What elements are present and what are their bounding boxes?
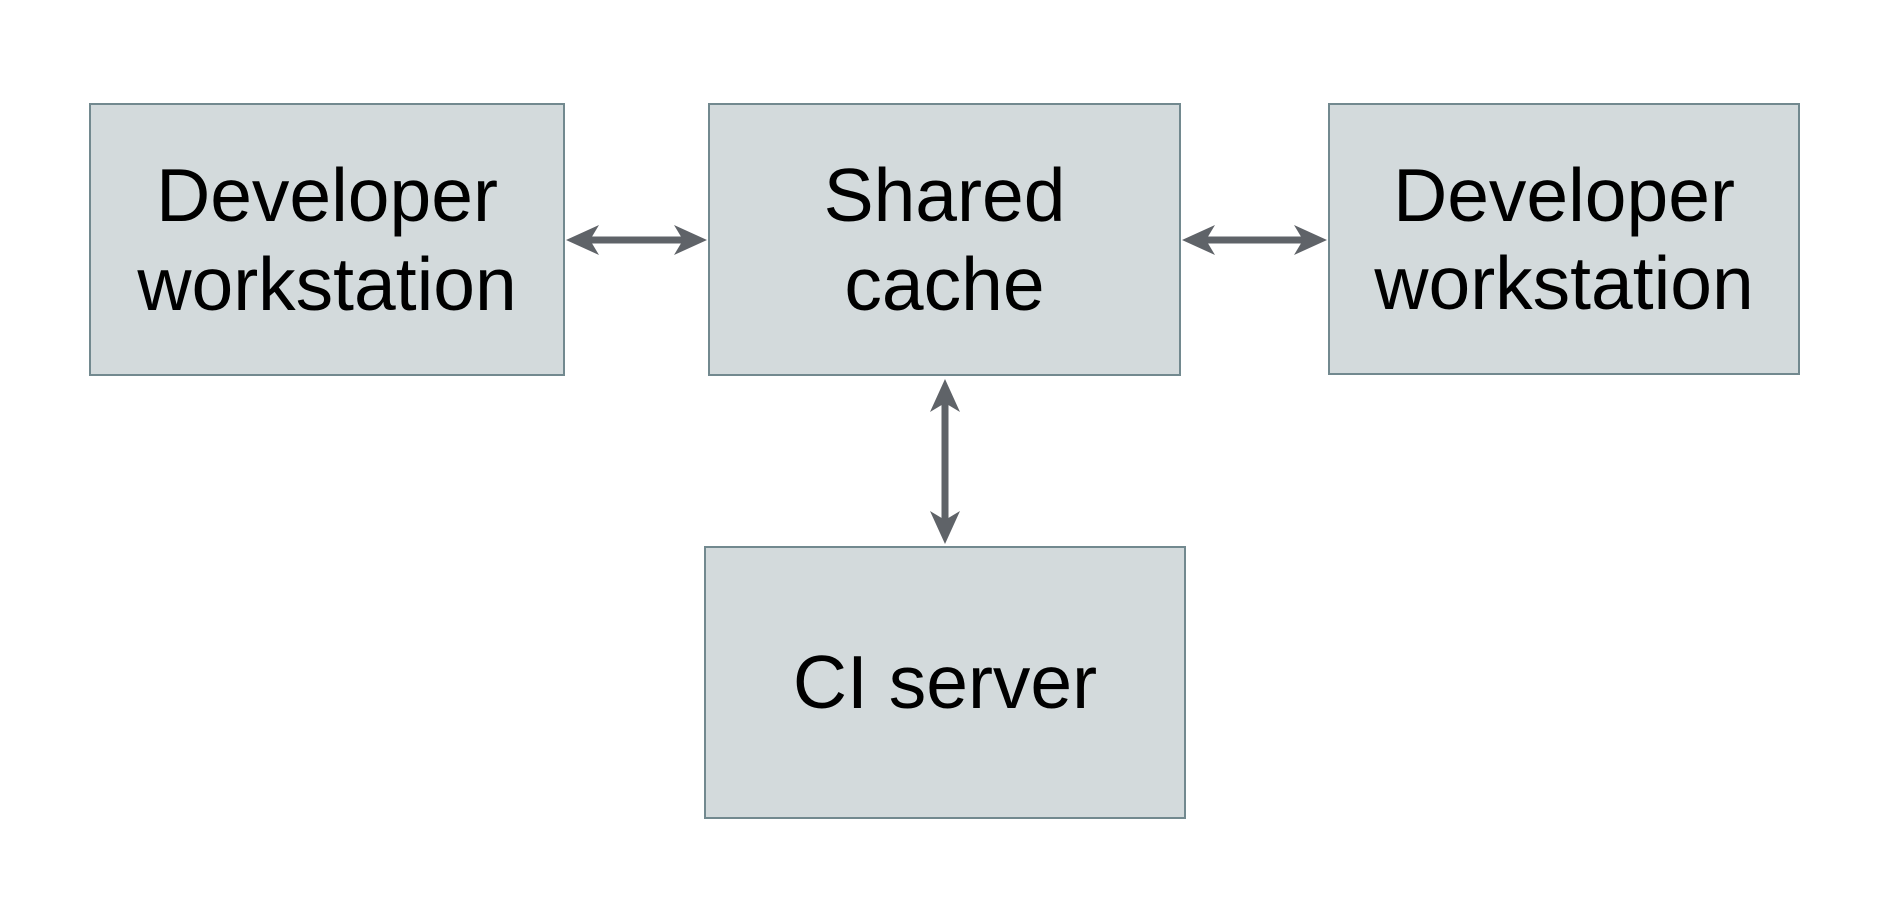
arrowhead-bottom xyxy=(930,511,960,544)
double-arrow-icon-cache-to-ci-server xyxy=(930,379,960,544)
arrowhead-left xyxy=(566,225,599,255)
node-shared-cache: Shared cache xyxy=(708,103,1181,376)
node-developer-workstation-right: Developer workstation xyxy=(1328,103,1800,375)
node-developer-workstation-left: Developer workstation xyxy=(89,103,565,376)
arrowhead-right xyxy=(674,225,707,255)
node-label-shared-cache: Shared cache xyxy=(823,153,1066,326)
node-ci-server: CI server xyxy=(704,546,1186,819)
node-label-developer-workstation-left: Developer workstation xyxy=(137,153,517,326)
node-label-developer-workstation-right: Developer workstation xyxy=(1374,152,1754,326)
arrowhead-left xyxy=(1182,225,1215,255)
double-arrow-icon-workstation-left-to-cache xyxy=(566,225,707,255)
arrowhead-right xyxy=(1294,225,1327,255)
double-arrow-icon-cache-to-workstation-right xyxy=(1182,225,1327,255)
node-label-ci-server: CI server xyxy=(792,640,1098,725)
arrowhead-top xyxy=(930,379,960,412)
